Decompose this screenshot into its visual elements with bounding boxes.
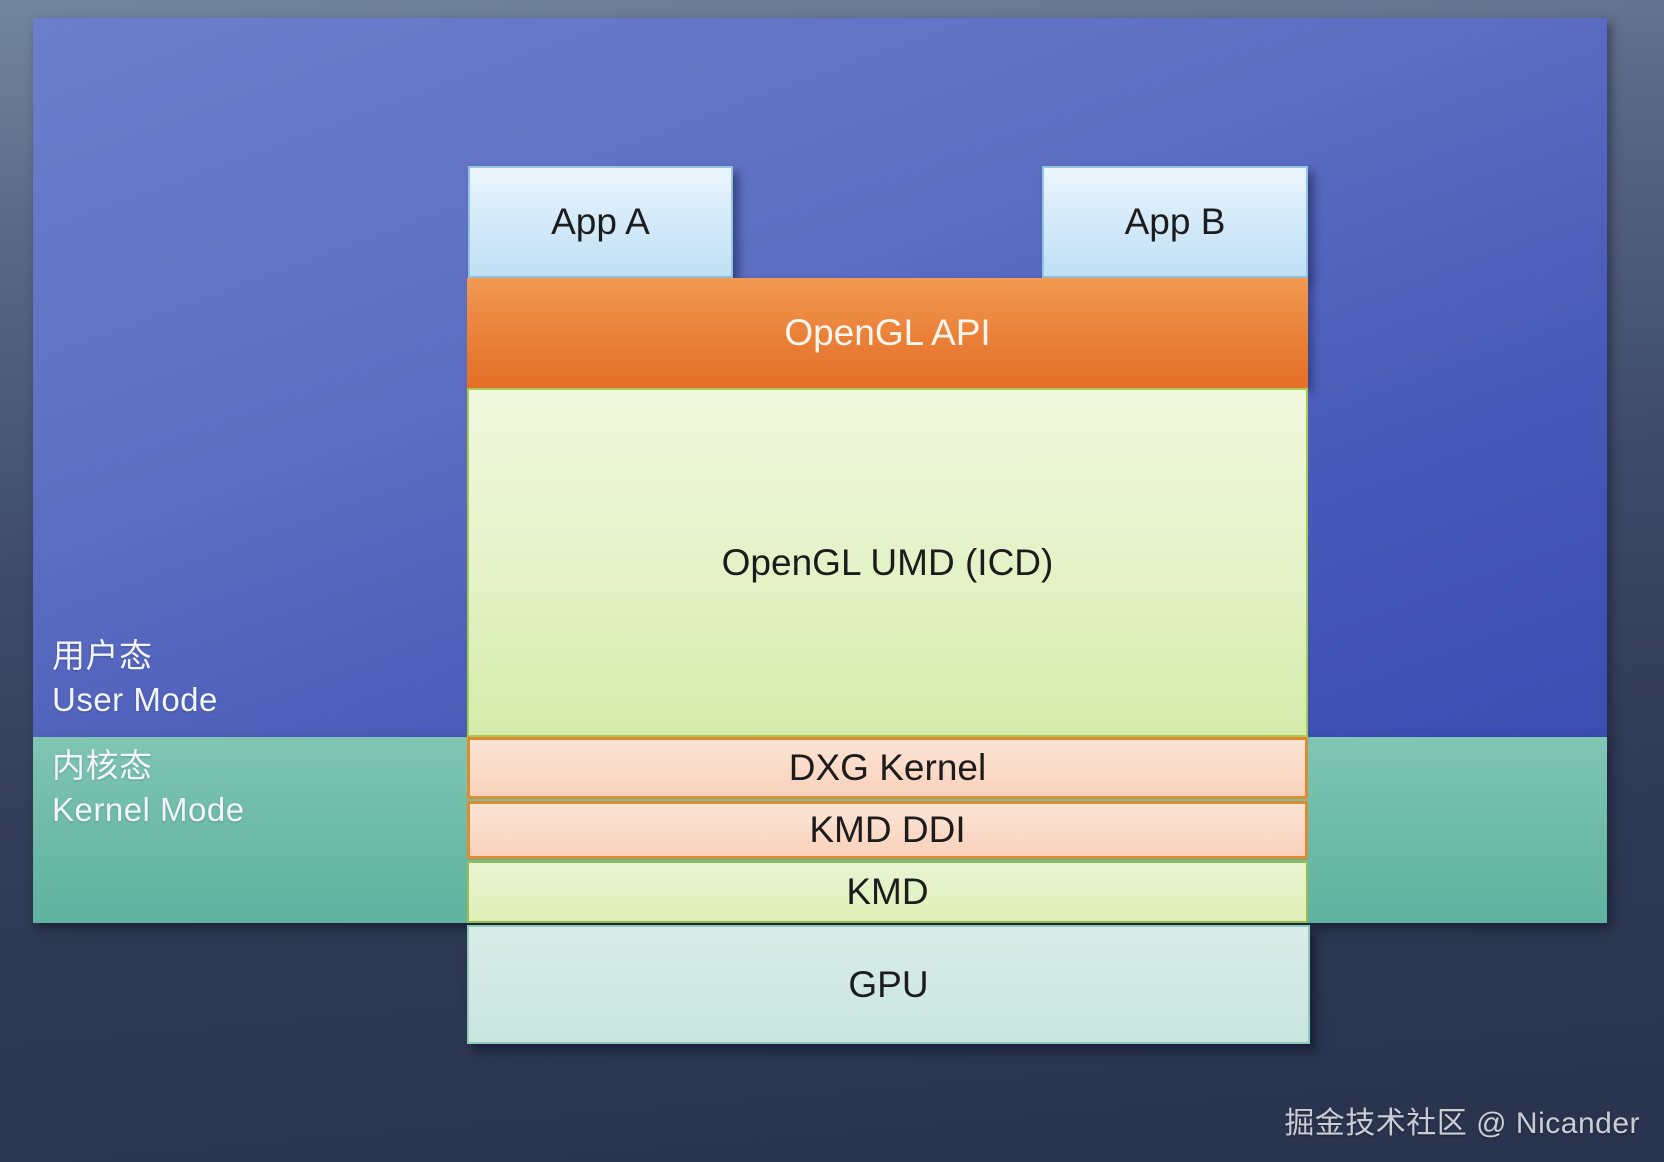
box-app-a: App A xyxy=(468,166,733,278)
watermark: 掘金技术社区 @ Nicander xyxy=(1284,1107,1640,1140)
box-app-b-label: App B xyxy=(1124,201,1226,242)
box-dxg-kernel-label: DXG Kernel xyxy=(788,747,987,788)
box-gpu: GPU xyxy=(467,925,1310,1044)
box-kmd-ddi-label: KMD DDI xyxy=(809,809,966,850)
box-kmd: KMD xyxy=(467,861,1308,923)
box-opengl-umd-icd-label: OpenGL UMD (ICD) xyxy=(721,541,1054,583)
box-opengl-api: OpenGL API xyxy=(467,278,1308,388)
box-app-a-label: App A xyxy=(551,201,650,242)
box-dxg-kernel: DXG Kernel xyxy=(467,737,1308,799)
box-kmd-ddi: KMD DDI xyxy=(467,801,1308,859)
box-gpu-label: GPU xyxy=(848,963,929,1005)
kernel-mode-label: 内核态 Kernel Mode xyxy=(52,744,245,832)
user-mode-label-zh: 用户态 xyxy=(52,637,153,674)
box-opengl-umd-icd: OpenGL UMD (ICD) xyxy=(467,388,1308,737)
box-kmd-label: KMD xyxy=(846,871,929,912)
kernel-mode-label-zh: 内核态 xyxy=(52,747,153,784)
box-app-b: App B xyxy=(1042,166,1308,278)
user-mode-label-en: User Mode xyxy=(52,681,218,718)
user-mode-label: 用户态 User Mode xyxy=(52,634,218,722)
kernel-mode-label-en: Kernel Mode xyxy=(52,791,245,828)
box-opengl-api-label: OpenGL API xyxy=(784,312,991,353)
